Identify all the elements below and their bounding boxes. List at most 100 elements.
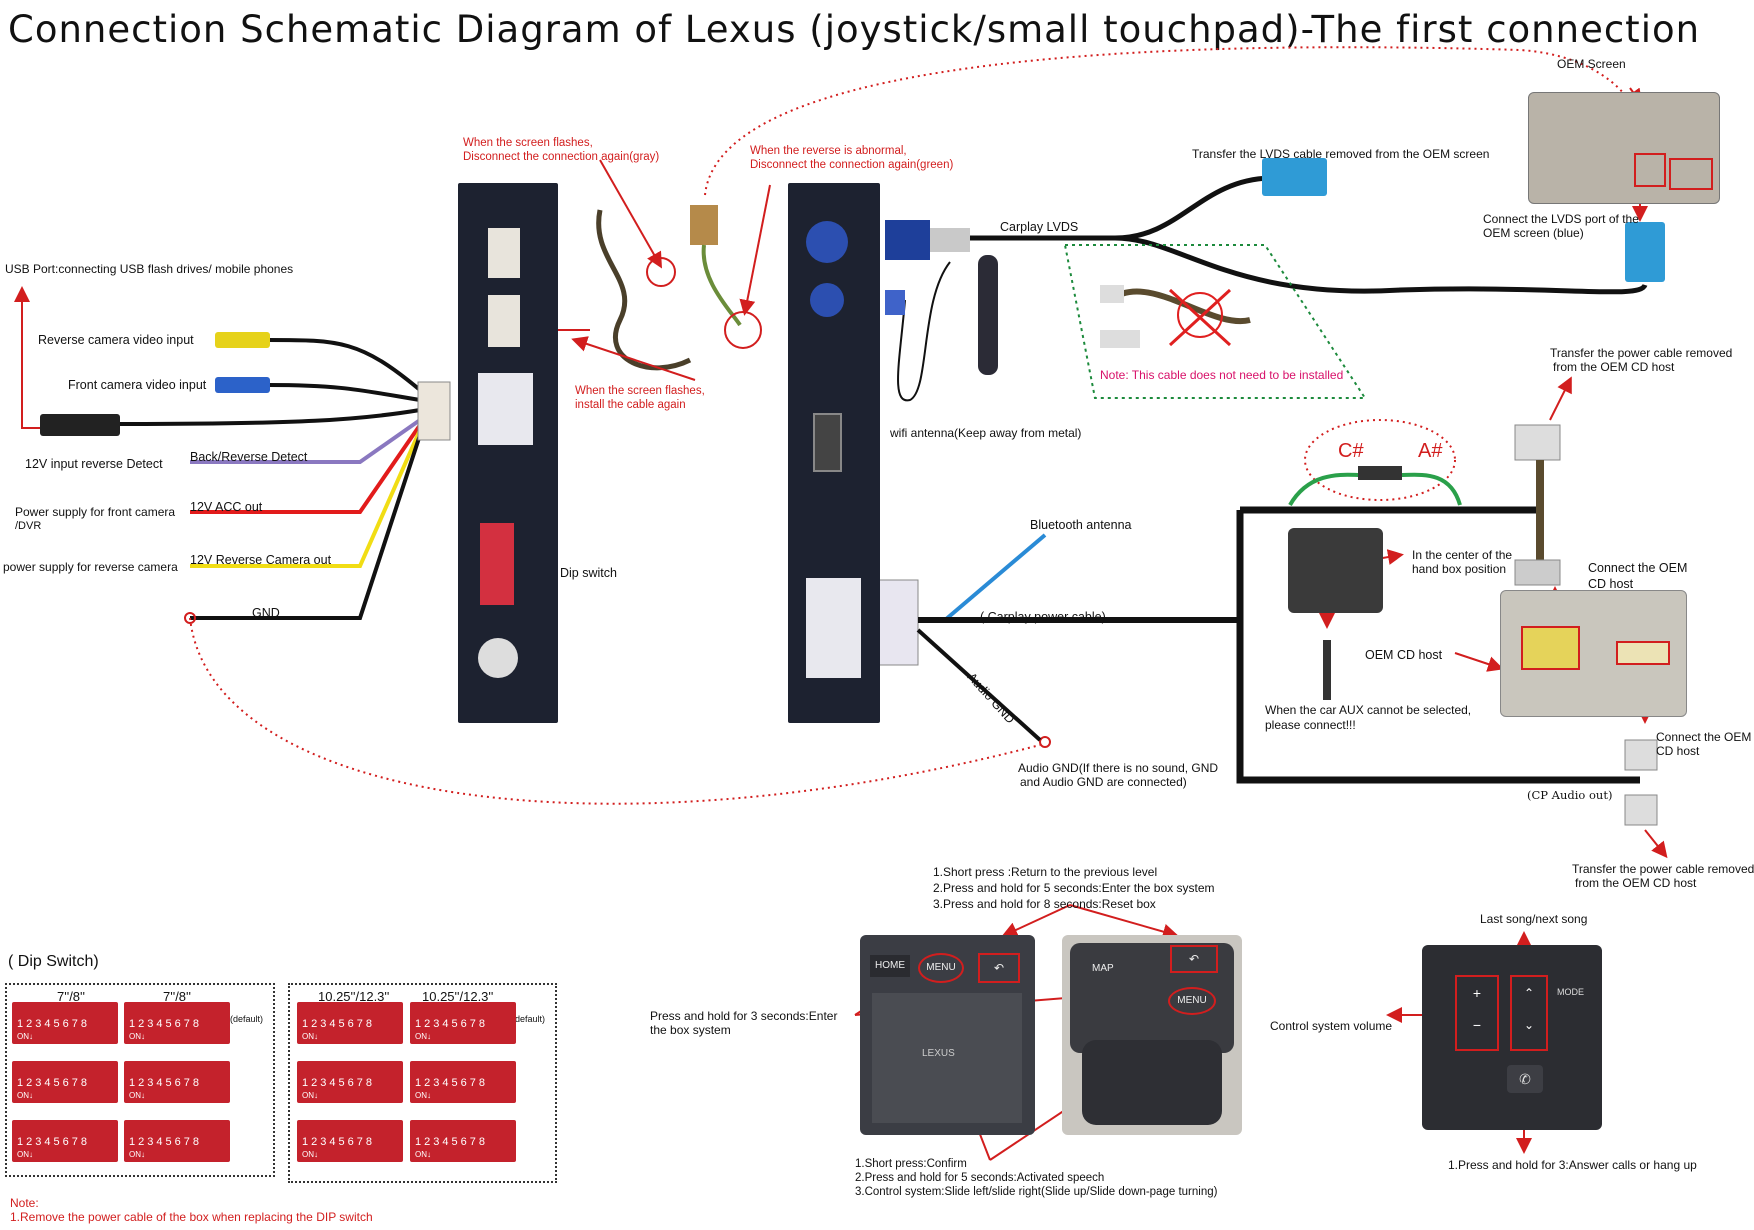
box1-sticker [478, 638, 518, 678]
pad-desc-1: 1.Short press:Confirm [855, 1158, 967, 1170]
lvds-transfer-plug [1262, 158, 1327, 196]
back-key: ↶ [978, 953, 1020, 983]
box1-port-mid [488, 295, 520, 347]
rca-reverse-plug [215, 332, 270, 348]
map-key: MAP [1092, 963, 1114, 974]
dip-default-1: (default) [230, 1014, 264, 1024]
back2-key: ↶ [1170, 945, 1218, 973]
flash-install-note: When the screen flashes, [575, 385, 705, 397]
gnd-label: GND [252, 606, 280, 620]
reverse-detect-label: 12V input reverse Detect [25, 457, 163, 471]
touchpad-photo-left: HOME MENU ↶ LEXUS [860, 935, 1035, 1135]
transfer-power-b-label-2: from the OEM CD host [1575, 876, 1697, 890]
home-key: HOME [870, 955, 910, 977]
menu-key: MENU [918, 953, 964, 983]
dip-group2-label-b: 10.25''/12.3'' [422, 989, 494, 1004]
box2-hdmi-port [813, 413, 842, 472]
pad-desc-3: 3.Control system:Slide left/slide right(… [855, 1186, 1218, 1198]
aux-note: When the car AUX cannot be selected, [1265, 703, 1472, 717]
phone-key: ✆ [1507, 1065, 1543, 1093]
front-video-label: Front camera video input [68, 378, 207, 392]
dip-group-small [5, 983, 275, 1177]
volume-label: Control system volume [1270, 1019, 1393, 1033]
back-desc-1: 1.Short press :Return to the previous le… [933, 865, 1158, 879]
connect-oem-cd-label: Connect the OEM [1588, 561, 1688, 575]
back-desc-3: 3.Press and hold for 8 seconds:Reset box [933, 897, 1156, 911]
carplay-box-rear [788, 183, 880, 723]
pad-desc-2: 2.Press and hold for 5 seconds:Activated… [855, 1172, 1105, 1184]
box2-power-port [806, 578, 861, 678]
box2-fakra-top [806, 221, 848, 263]
lvds-blue-plug [885, 220, 930, 260]
box1-port-top [488, 228, 520, 278]
joystick-pad [1082, 1040, 1222, 1125]
carplay-box-front [458, 183, 558, 723]
menu-desc-1: Press and hold for 3 seconds:Enter [650, 1009, 838, 1023]
touchpad-surface [872, 993, 1022, 1123]
hand-box-label: In the center of the [1412, 548, 1513, 562]
dip-heading: ( Dip Switch) [8, 953, 99, 970]
touchpad-photo-right: MAP MENU ↶ [1062, 935, 1242, 1135]
menu-desc-2: the box system [650, 1023, 731, 1037]
steering-controls-photo: +− ⌃⌄ MODE ✆ [1422, 945, 1602, 1130]
audio-gnd-note-2: and Audio GND are connected) [1020, 775, 1187, 789]
track-box: ⌃⌄ [1510, 975, 1548, 1051]
usb-plug [40, 414, 120, 436]
oem-screen-label: OEM Screen [1557, 57, 1626, 71]
rca-front-plug [215, 377, 270, 393]
dip-group2-label-a: 10.25''/12.3'' [318, 989, 390, 1004]
page-title: Connection Schematic Diagram of Lexus (j… [8, 8, 1701, 51]
not-installed-note: Note: This cable does not need to be ins… [1100, 368, 1344, 382]
bluetooth-antenna-label: Bluetooth antenna [1030, 518, 1132, 532]
flash-gray-note: When the screen flashes, [463, 137, 593, 149]
dip-switch-block [480, 523, 514, 605]
front-power-label-2: /DVR [15, 520, 42, 532]
reverse-cam-out-label: 12V Reverse Camera out [190, 553, 332, 567]
volume-box: +− [1455, 975, 1499, 1051]
cd-host-connector-2 [1616, 641, 1670, 665]
hand-box-photo [1288, 528, 1383, 613]
reverse-abnormal-note-2: Disconnect the connection again(green) [750, 159, 954, 171]
dip-note-label: Note: [10, 1196, 39, 1210]
a-sharp-label: A# [1418, 440, 1443, 462]
carplay-power-label: ( Carplay power cable) [980, 610, 1106, 624]
oem-screen-photo [1528, 92, 1720, 204]
connect-oem-cd-b-label-2: CD host [1656, 744, 1700, 758]
last-next-label: Last song/next song [1480, 912, 1588, 926]
oem-cd-host-photo [1500, 590, 1687, 717]
transfer-power-label-2: from the OEM CD host [1553, 360, 1675, 374]
hand-box-label-2: hand box position [1412, 562, 1507, 576]
flash-install-note-2: install the cable again [575, 399, 686, 411]
front-power-label: Power supply for front camera [15, 505, 176, 519]
transfer-power-label: Transfer the power cable removed [1550, 346, 1733, 360]
c-sharp-label: C# [1338, 440, 1364, 462]
lvds-oem-plug [1625, 222, 1665, 282]
lexus-brand: LEXUS [922, 1048, 955, 1059]
dip-note-text: 1.Remove the power cable of the box when… [10, 1210, 373, 1224]
dip-default-2: (default) [512, 1014, 546, 1024]
mode-key: MODE [1557, 987, 1584, 997]
back-reverse-label: Back/Reverse Detect [190, 450, 308, 464]
dip-group1-label-b: 7''/8'' [163, 989, 191, 1004]
aux-note-2: please connect!!! [1265, 718, 1356, 732]
dip-group1-label-a: 7''/8'' [57, 989, 85, 1004]
connect-lvds-label: Connect the LVDS port of the [1483, 212, 1639, 226]
oem-cd-host-label: OEM CD host [1365, 648, 1443, 662]
left-harness-wires [119, 338, 422, 620]
left-white-connector [417, 381, 451, 441]
box1-port-large [478, 373, 533, 445]
acc-out-label: 12V ACC out [190, 500, 263, 514]
audio-gnd-note: Audio GND(If there is no sound, GND [1018, 761, 1219, 775]
